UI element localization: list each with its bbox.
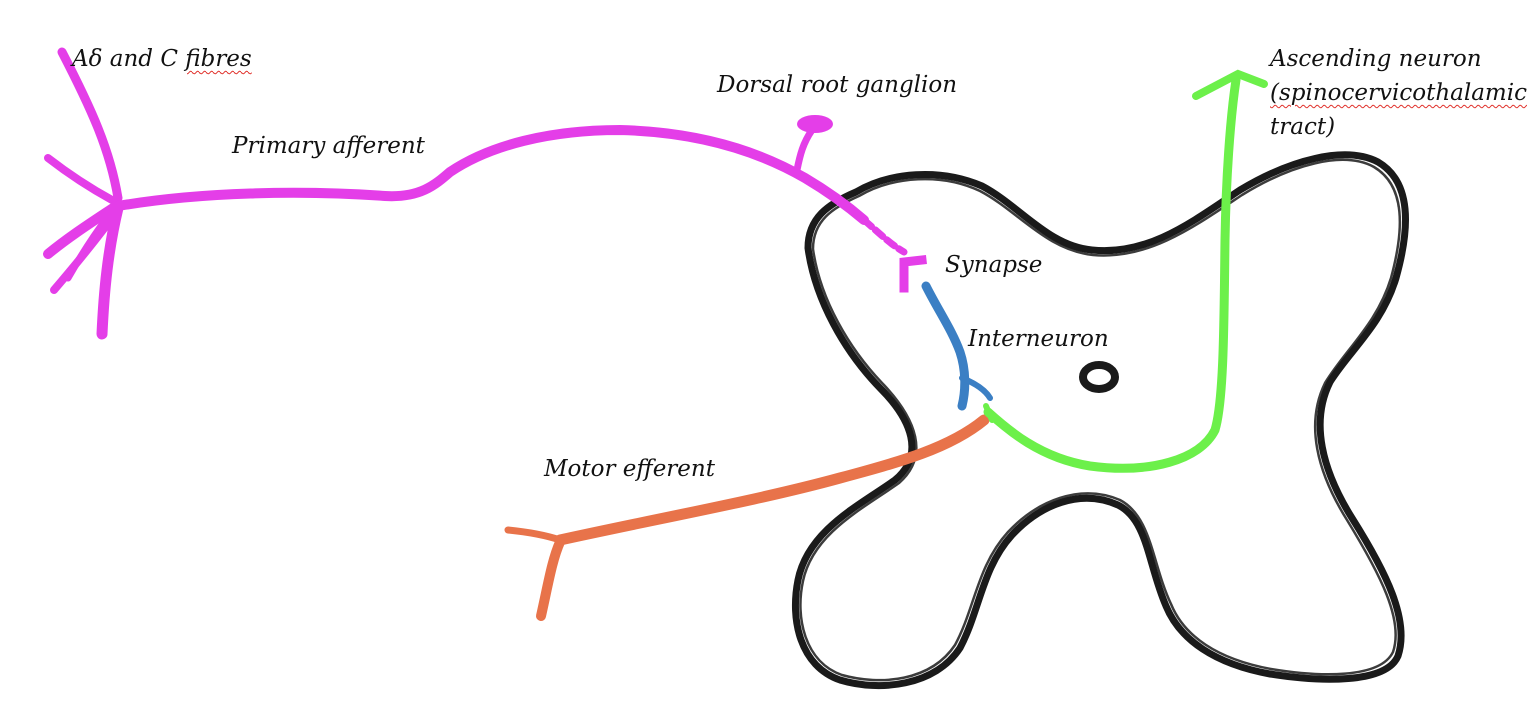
synapse-label: Synapse [945, 252, 1043, 278]
motor-efferent-label: Motor efferent [544, 456, 715, 482]
interneuron-label: Interneuron [968, 326, 1109, 352]
dorsal-root-ganglion-label: Dorsal root ganglion [717, 72, 958, 98]
motor-efferent-fibre [504, 414, 990, 621]
fibres-label: Aδ and C fibres [72, 46, 252, 72]
ascending-neuron-label: Ascending neuron (spinocervicothalamic t… [1270, 42, 1527, 144]
ascending-label-line2: (spinocervicothalamic [1270, 80, 1527, 106]
fibres-label-prefix: Aδ and C [72, 46, 186, 72]
interneuron-fibre [921, 281, 993, 411]
ascending-neuron-fibre [983, 69, 1268, 473]
ascending-label-line3: tract) [1270, 114, 1336, 140]
ascending-label-line1: Ascending neuron [1270, 46, 1482, 72]
primary-afferent-fibre [43, 47, 927, 340]
primary-afferent-label: Primary afferent [232, 133, 425, 159]
central-canal [1079, 361, 1119, 393]
fibres-label-word: fibres [185, 46, 252, 72]
spinal-cord-outline [792, 151, 1410, 689]
